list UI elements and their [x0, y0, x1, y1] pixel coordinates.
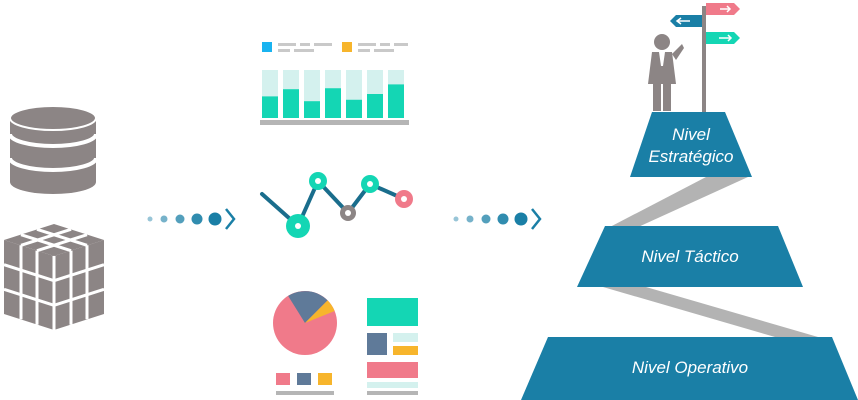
bar	[262, 96, 278, 118]
pyramid-level-strategic: Nivel Estratégico	[630, 112, 752, 177]
level-strategic-line2: Estratégico	[648, 147, 733, 166]
dotted-arrow-icon	[453, 208, 542, 230]
pyramid-level-operative: Nivel Operativo	[521, 337, 858, 400]
pie-chart-icon	[273, 291, 337, 395]
level-operative-label: Nivel Operativo	[632, 358, 748, 377]
bar	[283, 89, 299, 118]
bar	[388, 84, 404, 118]
bar	[325, 88, 341, 118]
bar	[346, 99, 362, 118]
bar	[304, 101, 320, 118]
pyramid-level-tactical: Nivel Táctico	[577, 226, 803, 287]
level-strategic-line1: Nivel	[672, 125, 711, 144]
dotted-arrow-icon	[147, 208, 236, 230]
pyramid-road	[603, 177, 818, 337]
signpost-icon	[670, 3, 740, 112]
dashboard-icon	[367, 298, 418, 395]
bar	[367, 94, 383, 118]
businessman-icon	[648, 34, 684, 111]
database-icon	[8, 105, 98, 194]
data-cube-icon	[3, 224, 105, 330]
bar-chart-icon	[260, 42, 409, 125]
line-chart-icon	[260, 172, 413, 238]
level-tactical-label: Nivel Táctico	[641, 247, 738, 266]
